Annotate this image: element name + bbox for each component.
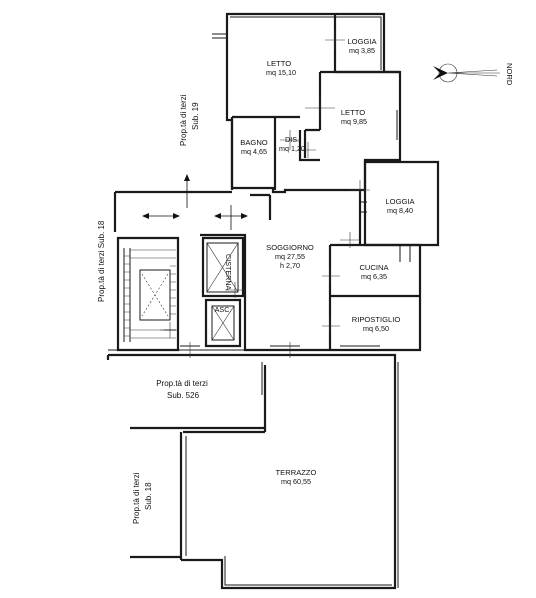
third-party-sub18-bottom-line1: Prop.tà di terzi: [132, 472, 141, 524]
third-party-sub18-left: Prop.tà di terzi Sub. 18: [97, 220, 106, 302]
room-name-loggia-1: LOGGIA: [347, 37, 377, 46]
room-name-soggiorno: SOGGIORNO: [266, 243, 314, 252]
room-name-terrazzo: TERRAZZO: [276, 468, 317, 477]
openings: [164, 33, 411, 395]
room-area-loggia-2: mq 8,40: [387, 206, 413, 215]
room-area-letto-1: mq 15,10: [266, 68, 296, 77]
compass-north-label: NORD: [505, 63, 514, 86]
room-height-soggiorno: h 2,70: [280, 261, 300, 270]
room-name-dis: DIS.: [285, 135, 299, 144]
room-name-ripostiglio: RIPOSTIGLIO: [352, 315, 401, 324]
room-area-letto-2: mq 9,85: [341, 117, 367, 126]
room-area-ripostiglio: mq 6,50: [363, 324, 389, 333]
stair-steps: [124, 249, 176, 339]
room-area-bagno: mq 4,65: [241, 147, 267, 156]
room-name-cisterna: CISTERNA: [224, 254, 233, 291]
room-area-dis: mq 1,20: [279, 144, 305, 153]
third-party-sub19-line2: Sub. 19: [191, 102, 200, 130]
lower-walls: [130, 362, 399, 590]
door-markers: [160, 30, 370, 358]
third-party-sub526-line1: Prop.tà di terzi: [156, 379, 208, 388]
room-name-letto-2: LETTO: [341, 108, 365, 117]
shaft-crosses: [206, 242, 239, 341]
room-name-letto-1: LETTO: [267, 59, 291, 68]
room-area-loggia-1: mq 3,85: [349, 46, 375, 55]
third-party-sub18-bottom-line2: Sub. 18: [144, 482, 153, 510]
third-party-sub19-line1: Prop.tà di terzi: [179, 94, 188, 146]
room-name-cucina: CUCINA: [359, 263, 389, 272]
room-name-bagno: BAGNO: [240, 138, 268, 147]
room-name-loggia-2: LOGGIA: [385, 197, 415, 206]
room-name-asc: ASC.: [215, 305, 232, 314]
room-area-cucina: mq 6,35: [361, 272, 387, 281]
room-area-terrazzo: mq 60,55: [281, 477, 311, 486]
room-area-soggiorno: mq 27,55: [275, 252, 305, 261]
third-party-sub526-line2: Sub. 526: [167, 391, 200, 400]
compass: [433, 63, 500, 83]
circulation-arrows: [142, 174, 248, 230]
